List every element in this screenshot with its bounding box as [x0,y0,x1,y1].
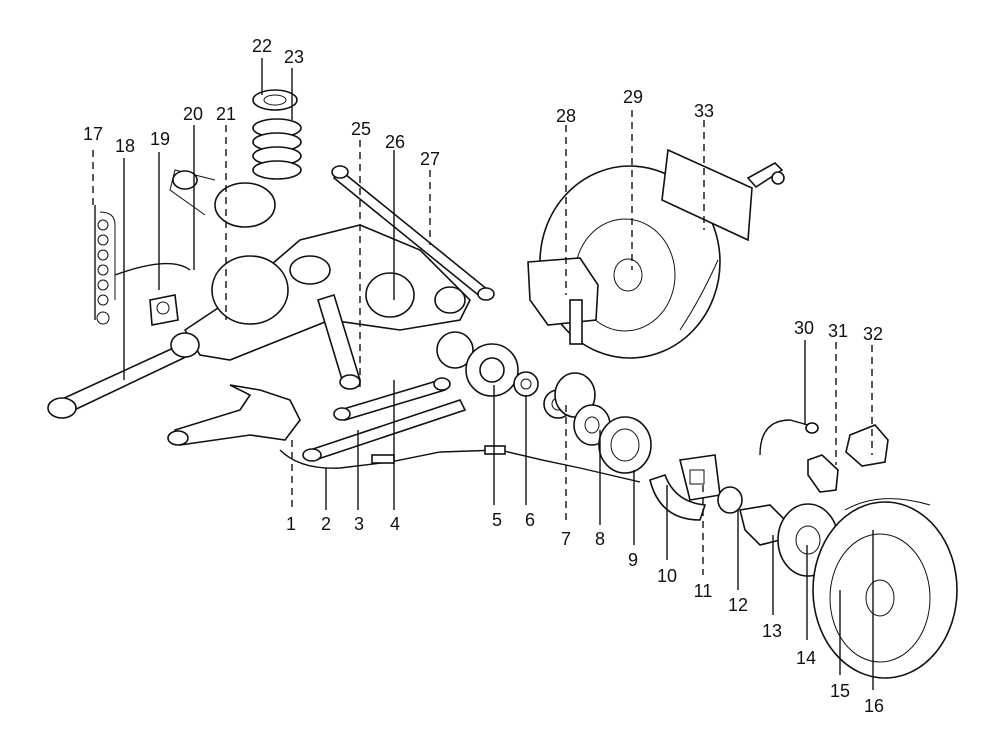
coil-spring-23 [252,118,302,180]
callout-17: 17 [83,124,103,144]
callout-23: 23 [284,47,304,67]
callout-30: 30 [794,318,814,338]
bracket-31 [807,454,839,493]
bushing-19 [149,294,179,326]
spare-carrier-28 [527,257,599,345]
callout-14: 14 [796,648,816,668]
callout-28: 28 [556,106,576,126]
bearing-6 [513,371,539,397]
callout-8: 8 [595,529,605,549]
lower-link-3 [302,399,467,462]
callout-2: 2 [321,514,331,534]
callout-13: 13 [762,621,782,641]
callout-10: 10 [657,566,677,586]
callout-25: 25 [351,119,371,139]
stabilizer-link [114,262,191,276]
rear-wheel-15-16 [812,498,958,679]
callout-1: 1 [286,514,296,534]
callout-15: 15 [830,681,850,701]
spring-seat-22 [252,89,298,111]
callout-9: 9 [628,550,638,570]
callout-6: 6 [525,510,535,530]
upper-link-4 [333,377,451,421]
wire-30 [759,419,819,456]
gasket-9 [598,416,652,474]
wheel-bearing-12 [717,486,743,514]
callout-7: 7 [561,529,571,549]
callout-21: 21 [216,104,236,124]
callout-5: 5 [492,510,502,530]
callout-29: 29 [623,87,643,107]
callout-16: 16 [864,696,884,716]
mud-guard-32 [845,424,889,467]
callout-labels: 1 2 3 4 5 6 7 8 9 10 11 12 13 14 15 16 1… [83,36,884,716]
tire-cover-33 [661,148,753,242]
callout-4: 4 [390,514,400,534]
callout-22: 22 [252,36,272,56]
trailing-arm-1 [167,384,301,446]
callout-32: 32 [863,324,883,344]
lateral-rod-27 [331,165,495,301]
callout-27: 27 [420,149,440,169]
callout-11: 11 [694,581,713,601]
callout-19: 19 [150,129,170,149]
callout-12: 12 [728,595,748,615]
stabilizer-bar-17 [94,205,116,325]
callout-33: 33 [694,101,714,121]
callout-18: 18 [115,136,135,156]
key-hardware [746,162,785,189]
axle-housing-21 [169,169,474,369]
oil-seal-5 [465,343,519,397]
leader-lines [92,58,874,690]
callout-3: 3 [354,514,364,534]
caliper-11 [679,454,721,501]
propeller-shaft-18 [47,332,200,419]
callout-20: 20 [183,104,203,124]
callout-31: 31 [828,321,848,341]
callout-26: 26 [385,132,405,152]
